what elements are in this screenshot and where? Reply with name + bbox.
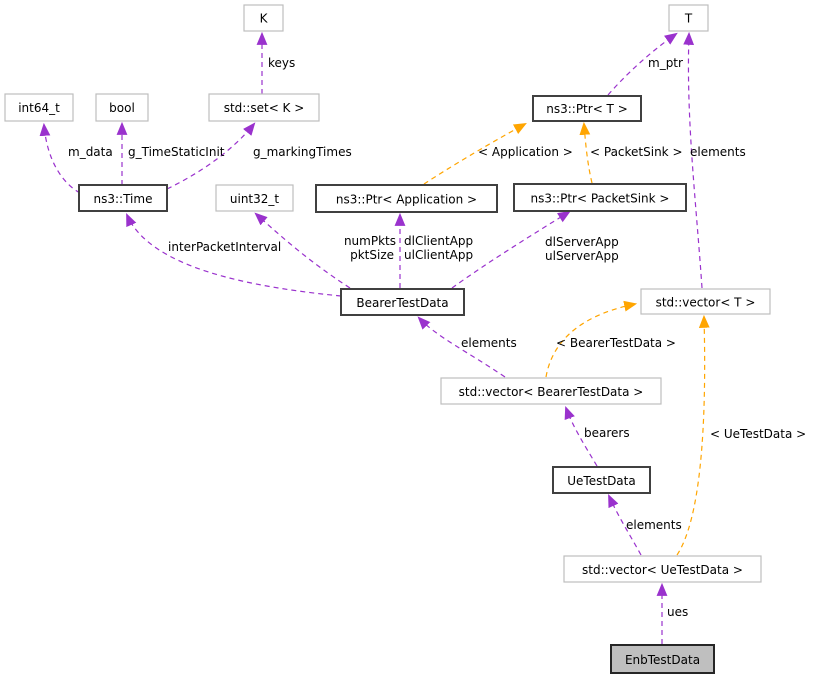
edge-m-ptr: [607, 32, 678, 96]
node-bearertestdata-label: BearerTestData: [356, 296, 448, 310]
node-uetestdata[interactable]: UeTestData: [552, 466, 651, 494]
edges: [39, 31, 710, 644]
node-uetestdata-label: UeTestData: [567, 474, 635, 488]
node-uint32-t: uint32_t: [215, 184, 294, 212]
node-ns3-ptr-application-label: ns3::Ptr< Application >: [336, 193, 477, 207]
edge-label-keys: keys: [268, 56, 295, 70]
node-ns3-time-label: ns3::Time: [94, 192, 153, 206]
edge-label-bearers: bearers: [584, 426, 630, 440]
edge-label-template-application: < Application >: [478, 145, 573, 159]
node-k: K: [243, 4, 284, 32]
node-std-vector-t-label: std::vector< T >: [656, 296, 756, 310]
edge-label-elements-bearer: elements: [461, 336, 517, 350]
edge-label-numpkts: numPkts: [344, 234, 396, 248]
node-bool-label: bool: [109, 101, 135, 115]
edge-template-application: [423, 122, 527, 185]
edge-label-template-packetsink: < PacketSink >: [590, 145, 683, 159]
node-t-label: T: [684, 12, 693, 26]
edge-label-g-markingtimes: g_markingTimes: [253, 145, 352, 159]
edge-label-m-ptr: m_ptr: [648, 56, 683, 70]
node-std-vector-bearertestdata-label: std::vector< BearerTestData >: [459, 385, 644, 399]
edge-template-bearertestdata: [545, 300, 638, 378]
edge-label-g-timestaticinit: g_TimeStaticInit: [128, 145, 225, 159]
node-ns3-ptr-t[interactable]: ns3::Ptr< T >: [532, 95, 642, 122]
edge-label-template-uetestdata: < UeTestData >: [710, 427, 806, 441]
node-std-set-k: std::set< K >: [208, 93, 320, 122]
edge-label-ulserverapp: ulServerApp: [545, 249, 619, 263]
node-ns3-time[interactable]: ns3::Time: [78, 184, 168, 212]
edge-label-pktsize: pktSize: [350, 248, 394, 262]
node-int64-t: int64_t: [4, 93, 74, 122]
node-int64-t-label: int64_t: [18, 101, 60, 115]
edge-interpacketinterval: [126, 213, 342, 297]
node-ns3-ptr-t-label: ns3::Ptr< T >: [546, 102, 628, 116]
edge-m-data: [39, 122, 81, 194]
node-t: T: [668, 4, 709, 32]
edge-template-uetestdata: [676, 314, 710, 556]
edge-label-dlclientapp: dlClientApp: [404, 234, 473, 248]
node-std-vector-uetestdata: std::vector< UeTestData >: [563, 555, 762, 583]
edge-label-ulclientapp: ulClientApp: [404, 248, 473, 262]
edge-numpkts-pktsize: [254, 212, 351, 289]
node-k-label: K: [260, 12, 269, 26]
node-std-vector-bearertestdata: std::vector< BearerTestData >: [440, 377, 662, 405]
edge-g-markingtimes: [166, 122, 256, 190]
edge-elements-bearer: [417, 316, 506, 378]
node-ns3-ptr-application[interactable]: ns3::Ptr< Application >: [315, 184, 498, 213]
node-enbtestdata: EnbTestData: [610, 644, 715, 674]
edge-template-packetsink: [579, 121, 593, 184]
edge-label-elements-ue: elements: [626, 518, 682, 532]
node-std-vector-uetestdata-label: std::vector< UeTestData >: [582, 563, 743, 577]
node-std-vector-t: std::vector< T >: [640, 288, 771, 315]
edge-label-template-bearertestdata: < BearerTestData >: [556, 336, 676, 350]
node-bearertestdata[interactable]: BearerTestData: [340, 288, 465, 316]
edge-label-interpacketinterval: interPacketInterval: [168, 240, 281, 254]
node-std-set-k-label: std::set< K >: [224, 101, 305, 115]
node-enbtestdata-label: EnbTestData: [625, 653, 700, 667]
edge-label-ues: ues: [667, 605, 688, 619]
edge-label-elements-t: elements: [690, 145, 746, 159]
edge-label-m-data: m_data: [68, 145, 113, 159]
edge-elements-t: [683, 31, 703, 289]
node-uint32-t-label: uint32_t: [230, 192, 280, 206]
node-ns3-ptr-packetsink[interactable]: ns3::Ptr< PacketSink >: [513, 183, 687, 212]
node-bool: bool: [95, 93, 149, 122]
node-ns3-ptr-packetsink-label: ns3::Ptr< PacketSink >: [531, 192, 670, 206]
edge-labels: keys m_data g_TimeStaticInit g_markingTi…: [68, 56, 806, 619]
edge-label-dlserverapp: dlServerApp: [545, 235, 619, 249]
